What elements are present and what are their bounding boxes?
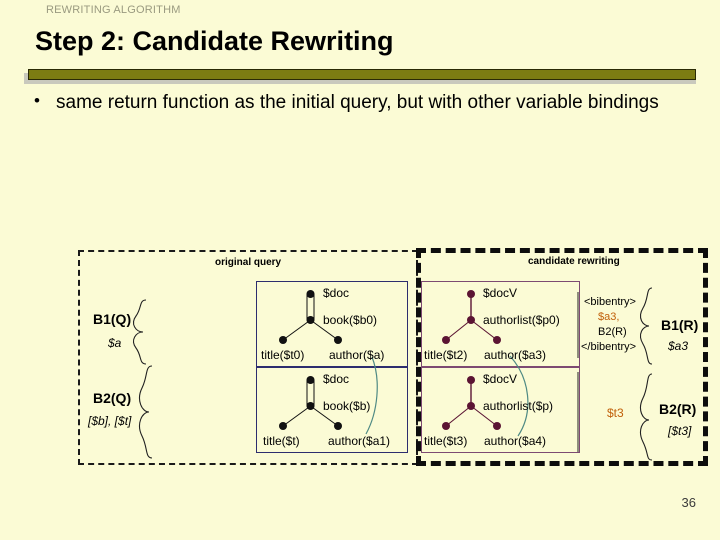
binding-b1q-vars: $a bbox=[108, 336, 122, 350]
rtree1-root-label: $docV bbox=[483, 286, 518, 300]
return-line-open: <bibentry> bbox=[584, 296, 636, 308]
binding-b2r-vars: [$t3] bbox=[668, 424, 692, 438]
candidate-tree-box-1 bbox=[421, 281, 580, 367]
bullet-dot-icon: • bbox=[34, 91, 40, 110]
original-tree-box-2 bbox=[256, 367, 408, 453]
original-tree-box-1 bbox=[256, 281, 408, 367]
tree2-leaf2-label: author($a1) bbox=[328, 434, 391, 448]
second-return-var: $t3 bbox=[607, 406, 624, 420]
tree2-root-label: $doc bbox=[323, 372, 350, 386]
rtree2-middle-label: authorlist($p) bbox=[483, 399, 554, 413]
binding-b1r-vars: $a3 bbox=[668, 339, 689, 353]
tree1-middle-label: book($b0) bbox=[323, 313, 378, 327]
rtree1-middle-label: authorlist($p0) bbox=[483, 313, 560, 327]
return-line-close: </bibentry> bbox=[581, 341, 637, 353]
binding-b2q-vars: [$b], [$t] bbox=[88, 414, 132, 428]
bullet-text: same return function as the initial quer… bbox=[56, 92, 659, 113]
rtree2-root-label: $docV bbox=[483, 372, 518, 386]
original-query-label: original query bbox=[215, 257, 282, 268]
return-line-var: $a3, bbox=[598, 311, 620, 323]
page-title: Step 2: Candidate Rewriting bbox=[35, 26, 394, 56]
candidate-tree-box-2 bbox=[421, 367, 580, 453]
rtree1-leaf1-label: title($t2) bbox=[424, 348, 468, 362]
title-rule bbox=[28, 69, 696, 80]
tree1-leaf2-label: author($a) bbox=[329, 348, 385, 362]
rtree1-leaf2-label: author($a3) bbox=[484, 348, 547, 362]
bullet-list: • same return function as the initial qu… bbox=[34, 89, 674, 116]
candidate-rewriting-label: candidate rewriting bbox=[528, 256, 620, 267]
page-number: 36 bbox=[681, 495, 696, 510]
slide-kicker: REWRITING ALGORITHM bbox=[46, 4, 181, 16]
tree1-leaf1-label: title($t0) bbox=[261, 348, 305, 362]
binding-b2r-label: B2(R) bbox=[659, 401, 697, 417]
binding-b1q-label: B1(Q) bbox=[93, 311, 132, 327]
return-line-call: B2(R) bbox=[598, 326, 627, 338]
rtree2-leaf2-label: author($a4) bbox=[484, 434, 547, 448]
rtree2-leaf1-label: title($t3) bbox=[424, 434, 468, 448]
candidate-rewriting-box bbox=[416, 248, 708, 466]
tree2-middle-label: book($b) bbox=[323, 399, 371, 413]
binding-b1r-label: B1(R) bbox=[661, 317, 699, 333]
list-item: • same return function as the initial qu… bbox=[34, 89, 674, 116]
tree2-leaf1-label: title($t) bbox=[263, 434, 300, 448]
tree1-root-label: $doc bbox=[323, 286, 350, 300]
binding-b2q-label: B2(Q) bbox=[93, 390, 132, 406]
